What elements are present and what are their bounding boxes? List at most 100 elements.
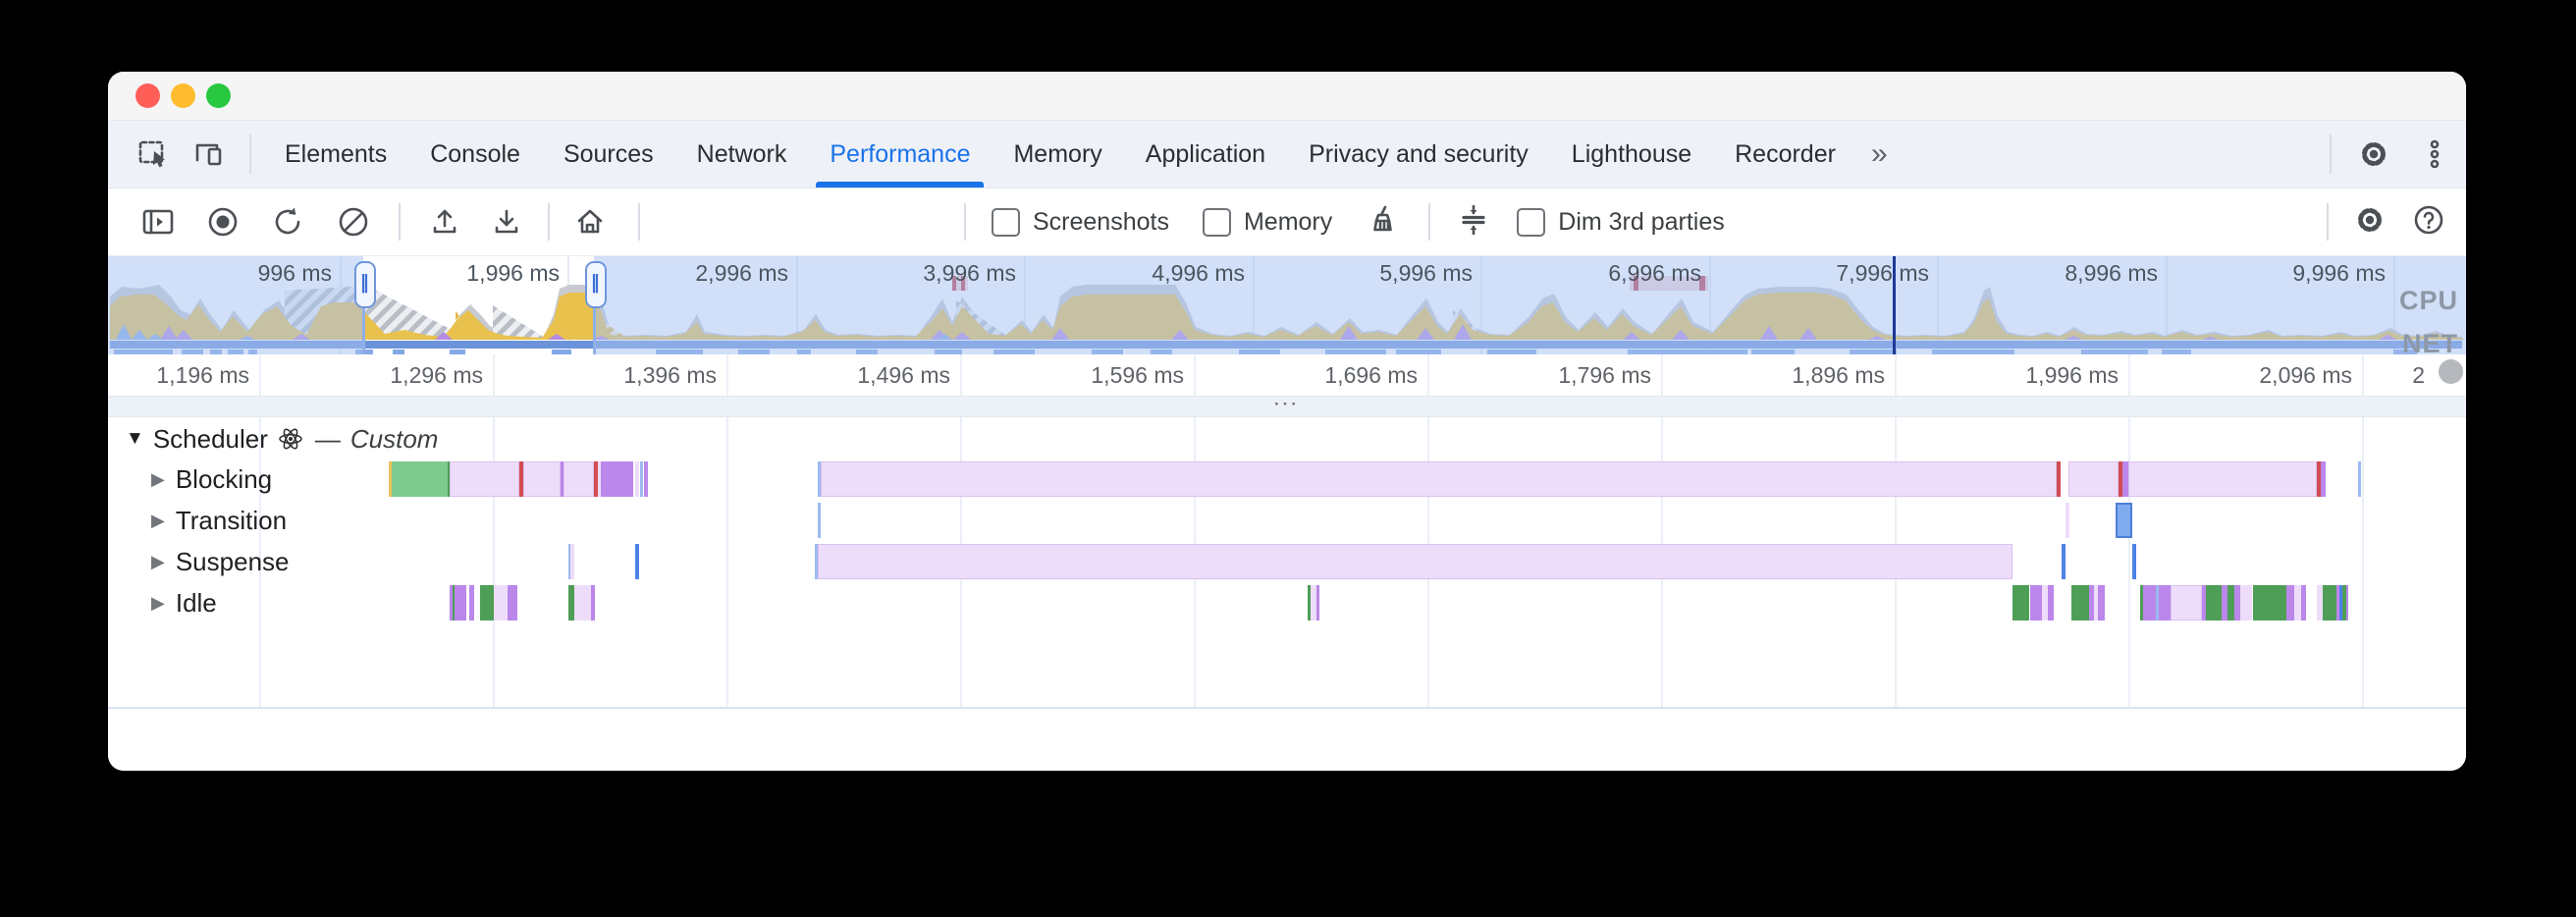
flame-entry[interactable] (523, 461, 561, 497)
flame-entry[interactable] (2030, 585, 2042, 620)
record-and-reload-icon[interactable] (270, 204, 305, 240)
flame-entry[interactable] (455, 585, 466, 620)
tab-performance[interactable]: Performance (808, 121, 992, 188)
flame-entry[interactable] (2048, 585, 2054, 620)
flame-entry[interactable] (564, 461, 594, 497)
flame-entry[interactable] (561, 461, 564, 497)
flame-entry[interactable] (2240, 585, 2252, 620)
flame-entry[interactable] (2128, 461, 2317, 497)
help-icon[interactable] (2411, 202, 2446, 243)
dim-3rd-parties-checkbox[interactable] (1517, 207, 1546, 237)
tab-memory[interactable]: Memory (1013, 140, 1102, 168)
capture-settings-gear-icon[interactable] (2352, 202, 2388, 243)
flame-entry[interactable] (392, 461, 448, 497)
flame-entry[interactable] (1311, 585, 1316, 620)
kebab-menu-icon[interactable] (2417, 136, 2452, 172)
tab-application[interactable]: Application (1145, 140, 1266, 168)
flame-entry[interactable] (2098, 585, 2105, 620)
flame-entry[interactable] (469, 585, 474, 620)
flame-entry[interactable] (2294, 585, 2301, 620)
drawer-separator[interactable] (108, 707, 2466, 709)
flame-entry[interactable] (2317, 461, 2321, 497)
flame-entry[interactable] (574, 585, 591, 620)
flame-entry[interactable] (2143, 585, 2156, 620)
flame-entry[interactable] (2317, 585, 2323, 620)
flame-entry[interactable] (2057, 461, 2061, 497)
flame-entry[interactable] (448, 461, 450, 497)
flame-entry[interactable] (2012, 585, 2029, 620)
flame-entry[interactable] (570, 544, 574, 579)
tab-network[interactable]: Network (696, 140, 787, 168)
flame-entry[interactable] (594, 461, 598, 497)
tab-sources[interactable]: Sources (563, 140, 654, 168)
settings-gear-icon[interactable] (2356, 136, 2391, 172)
close-window-button[interactable] (135, 83, 160, 108)
flame-entry[interactable] (2358, 461, 2361, 497)
garbage-collect-icon[interactable] (1366, 202, 1401, 243)
flame-entry[interactable] (821, 461, 2057, 497)
track-row-suspense[interactable]: ▶Suspense (151, 544, 290, 579)
ruler-scrollbar-thumb[interactable] (2439, 359, 2463, 384)
record-icon[interactable] (205, 204, 241, 240)
flame-entry[interactable] (450, 585, 453, 620)
flame-entry[interactable] (644, 461, 648, 497)
flame-entry[interactable] (2301, 585, 2306, 620)
tab-elements[interactable]: Elements (285, 140, 388, 168)
flame-entry[interactable] (635, 544, 639, 579)
more-tabs-icon[interactable]: » (1870, 137, 1888, 170)
collapse-triangle-icon[interactable]: ▼ (126, 428, 144, 449)
tab-console[interactable]: Console (430, 140, 520, 168)
scheduler-track-header[interactable]: ▼ Scheduler — Custom (126, 424, 438, 454)
collapsed-tracks-divider[interactable]: ··· (108, 396, 2466, 417)
flame-entry[interactable] (598, 461, 601, 497)
flame-entry[interactable] (508, 585, 517, 620)
flame-entry[interactable] (2068, 461, 2119, 497)
flame-entry[interactable] (2119, 461, 2122, 497)
flame-entry[interactable] (2222, 585, 2227, 620)
flame-entry[interactable] (640, 461, 643, 497)
flame-entry[interactable] (2234, 585, 2240, 620)
flame-entry[interactable] (450, 461, 519, 497)
minimize-window-button[interactable] (171, 83, 195, 108)
selection-handle-left[interactable]: ∥ (354, 261, 376, 308)
upload-profile-icon[interactable] (427, 204, 462, 240)
flame-entry[interactable] (519, 461, 523, 497)
flame-entry[interactable] (389, 461, 392, 497)
flame-entry[interactable] (2339, 585, 2342, 620)
expand-triangle-icon[interactable]: ▶ (151, 551, 165, 571)
flame-entry[interactable] (2323, 585, 2336, 620)
flame-entry[interactable] (1316, 585, 1319, 620)
flame-entry[interactable] (2286, 585, 2294, 620)
expand-triangle-icon[interactable]: ▶ (151, 592, 165, 613)
selection-handle-right[interactable]: ∥ (585, 261, 607, 308)
flame-entry[interactable] (2132, 544, 2136, 579)
flame-entry[interactable] (2171, 585, 2202, 620)
track-row-transition[interactable]: ▶Transition (151, 503, 287, 538)
download-profile-icon[interactable] (489, 204, 524, 240)
flame-entry[interactable] (2159, 585, 2171, 620)
flame-entry[interactable] (568, 544, 570, 579)
flame-entry[interactable] (2089, 585, 2094, 620)
track-row-idle[interactable]: ▶Idle (151, 585, 217, 620)
flame-entry[interactable] (2346, 585, 2348, 620)
flame-entry[interactable] (568, 585, 574, 620)
flame-entry[interactable] (2094, 585, 2098, 620)
tab-privacy-and-security[interactable]: Privacy and security (1309, 140, 1529, 168)
flame-entry[interactable] (2122, 461, 2128, 497)
clear-icon[interactable] (336, 204, 371, 240)
flame-entry[interactable] (2071, 585, 2089, 620)
tab-recorder[interactable]: Recorder (1735, 140, 1836, 168)
flame-entry[interactable] (601, 461, 633, 497)
flame-entry[interactable] (2140, 585, 2143, 620)
flame-entry[interactable] (1308, 585, 1311, 620)
flame-entry[interactable] (591, 585, 595, 620)
flame-entry[interactable] (2062, 544, 2066, 579)
screenshots-checkbox[interactable] (992, 207, 1020, 237)
flame-entry[interactable] (635, 461, 639, 497)
flame-entry[interactable] (2042, 585, 2048, 620)
show-sidebar-icon[interactable] (140, 204, 176, 240)
flame-entry[interactable] (2253, 585, 2286, 620)
tab-lighthouse[interactable]: Lighthouse (1571, 140, 1692, 168)
flame-entry[interactable] (2227, 585, 2234, 620)
